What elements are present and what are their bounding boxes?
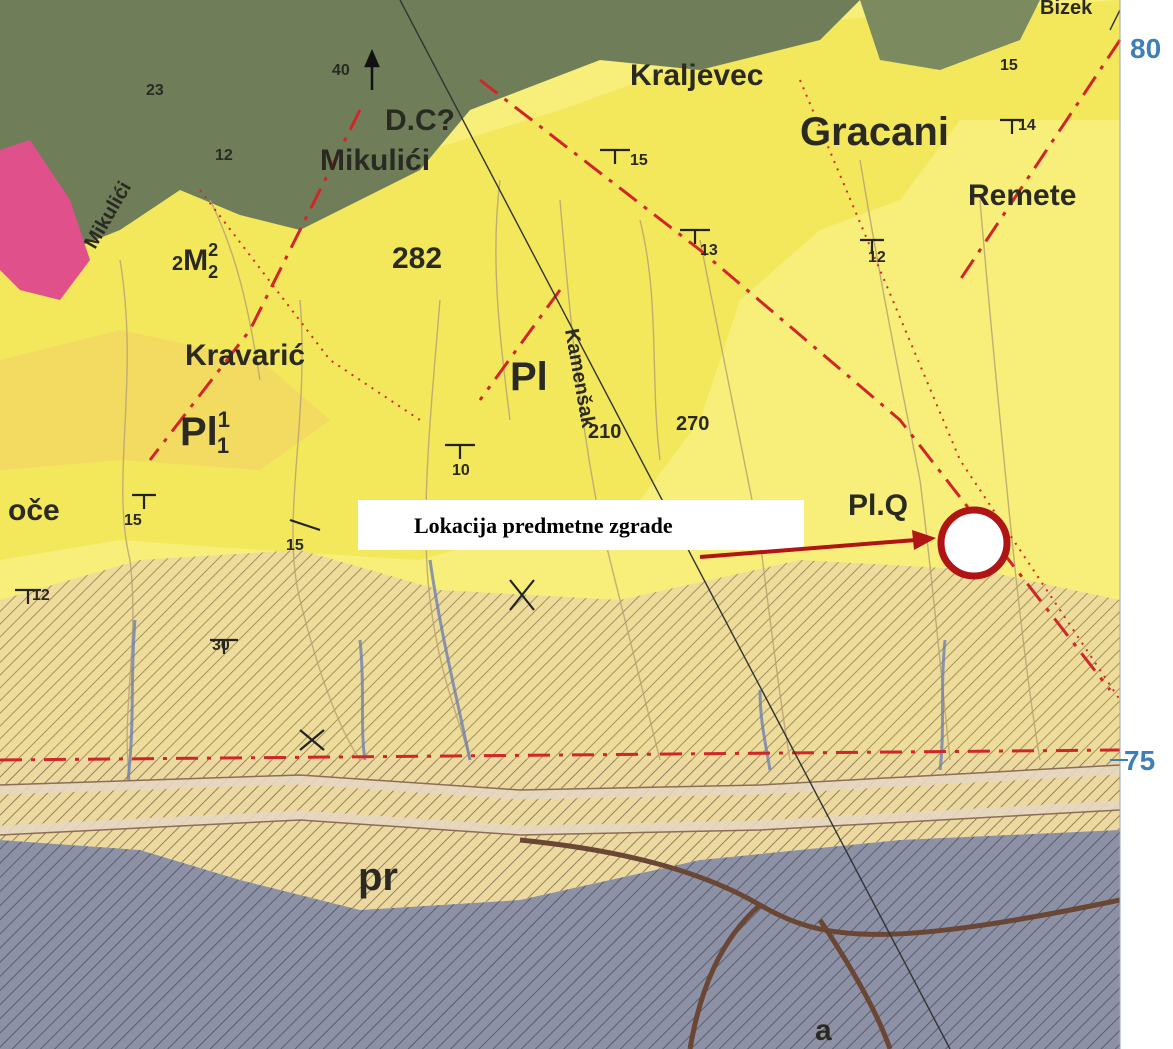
unit-label-a: a bbox=[815, 1014, 832, 1047]
arrow-40 bbox=[364, 48, 380, 90]
dip-label-14: 14 bbox=[1018, 117, 1036, 134]
dip-label-30: 30 bbox=[212, 637, 230, 654]
dip-label-15-mid: 15 bbox=[286, 537, 304, 554]
place-label-koce: oče bbox=[8, 494, 60, 527]
dip-label-15-nw: 15 bbox=[630, 152, 648, 169]
elevation-282: 282 bbox=[392, 242, 442, 275]
main-road-outline bbox=[0, 764, 1121, 836]
unit-label-pl: Pl bbox=[510, 355, 548, 399]
dip-symbols bbox=[15, 118, 1024, 751]
place-label-remete: Remete bbox=[968, 179, 1076, 212]
hatched-slope-band bbox=[0, 550, 1120, 760]
railway-curves bbox=[519, 837, 1121, 1049]
dip-label-15-top: 15 bbox=[1000, 57, 1018, 74]
place-label-kraljevec: Kraljevec bbox=[630, 59, 763, 92]
pink-unit bbox=[0, 140, 90, 300]
dip-label-13: 13 bbox=[700, 242, 718, 259]
dip-label-15-left: 15 bbox=[124, 512, 142, 529]
miocene-green-east bbox=[860, 0, 1040, 70]
elevation-270: 270 bbox=[676, 413, 709, 435]
callout-label-box bbox=[358, 500, 804, 550]
alluvium-grey-unit bbox=[0, 830, 1120, 1049]
dip-label-12-left: 12 bbox=[32, 587, 50, 604]
place-label-bizek: Bizek bbox=[1040, 0, 1093, 19]
unit-label-pr: pr bbox=[358, 855, 398, 899]
place-label-kravaric: Kravarić bbox=[185, 339, 305, 372]
grid-label-75: 75 bbox=[1124, 745, 1155, 776]
callout-arrow bbox=[699, 530, 936, 559]
dip-label-23: 23 bbox=[146, 82, 164, 99]
dotted-boundaries bbox=[199, 79, 1121, 701]
dip-label-10: 10 bbox=[452, 462, 470, 479]
dip-label-12-nw: 12 bbox=[215, 147, 233, 164]
building-location-marker bbox=[937, 506, 1011, 580]
callout-label: Lokacija predmetne zgrade bbox=[414, 513, 673, 538]
streams bbox=[126, 559, 947, 781]
unit-label-dc: D.C? bbox=[385, 104, 455, 137]
dip-label-40: 40 bbox=[332, 62, 350, 79]
unit-label-pl-q: Pl.Q bbox=[848, 489, 908, 522]
elevation-210: 210 bbox=[588, 421, 621, 443]
hatched-valley-band bbox=[0, 760, 1120, 910]
roads bbox=[0, 765, 1121, 835]
dip-label-12: 12 bbox=[868, 249, 886, 266]
place-label-gracani: Gracani bbox=[800, 110, 949, 154]
orange-unit bbox=[0, 330, 330, 470]
place-label-mikulici: Mikulići bbox=[320, 144, 430, 177]
grid-label-80: 80 bbox=[1130, 33, 1161, 64]
right-margin bbox=[1120, 0, 1173, 1049]
miocene-green-unit bbox=[0, 0, 860, 250]
